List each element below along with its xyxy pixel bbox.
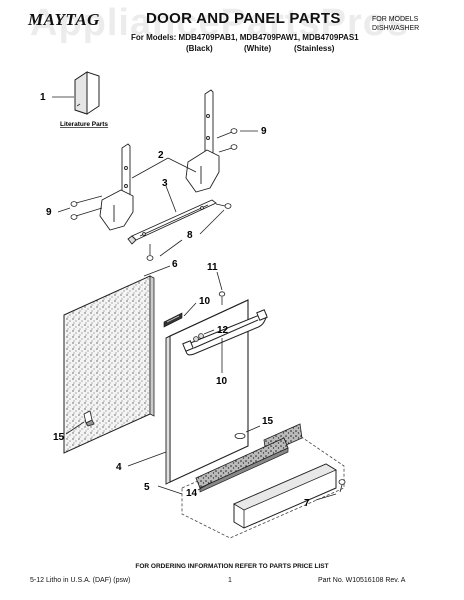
callout-9-left: 9 [46, 207, 52, 218]
leader-4 [127, 451, 167, 467]
strut-screws [146, 203, 232, 261]
leader-16 [245, 425, 261, 433]
product-line-2: DISHWASHER [372, 25, 420, 32]
callout-11: 10 [199, 296, 211, 307]
screws-left [70, 195, 103, 220]
hinge-bracket-right [185, 89, 220, 193]
kickplate-panel [233, 463, 337, 529]
callout-7: 7 [304, 498, 310, 509]
callout-14: 14 [186, 488, 198, 499]
leader-8a [159, 239, 183, 257]
callout-4: 4 [116, 462, 122, 473]
handle-screw [218, 291, 226, 305]
handle-end-caps [193, 333, 204, 342]
callout-15: 15 [53, 432, 65, 443]
callout-8: 8 [187, 230, 193, 241]
callout-12: 11 [207, 262, 218, 273]
leader-2b [131, 157, 169, 179]
leader-7 [315, 493, 337, 501]
leader-14 [197, 481, 213, 491]
product-type: FOR MODELS DISHWASHER [372, 15, 419, 33]
logo-badge [163, 312, 183, 328]
callout-6: 6 [172, 259, 178, 270]
leader-13 [203, 329, 215, 335]
door-plug [234, 432, 246, 439]
leader-3 [165, 185, 177, 213]
literature-booklet [74, 71, 100, 115]
page-number: 1 [228, 577, 232, 584]
leader-6 [143, 265, 171, 277]
callout-3: 3 [162, 178, 168, 189]
screws-right [216, 128, 238, 153]
leader-12 [216, 271, 223, 291]
brand-logo: MAYTAG [28, 10, 100, 29]
page-title: DOOR AND PANEL PARTS [146, 10, 341, 27]
model-numbers: For Models: MDB4709PAB1, MDB4709PAW1, MD… [131, 33, 359, 42]
finish-black: (Black) [186, 44, 213, 53]
finish-white: (White) [244, 44, 272, 53]
watermark: AppliancePartsPros [30, 2, 410, 44]
leader-15 [65, 421, 85, 435]
leader-2a [167, 157, 197, 173]
callout-16: 15 [262, 416, 274, 427]
door-handle [182, 309, 268, 356]
literature-label: Literature Parts [60, 121, 108, 128]
callout-9-right: 9 [261, 126, 267, 137]
ordering-note: FOR ORDERING INFORMATION REFER TO PARTS … [135, 563, 329, 570]
kickplate-insulation [195, 437, 289, 493]
callout-10: 10 [216, 376, 228, 387]
callout-2: 2 [158, 150, 164, 161]
hinge-bracket-left [99, 143, 134, 231]
kickplate-assembly-outline [181, 435, 345, 539]
callout-13: 12 [217, 325, 229, 336]
product-line-1: FOR MODELS [372, 16, 419, 23]
callout-1: 1 [40, 92, 46, 103]
leader-8b [199, 209, 225, 235]
finish-stainless: (Stainless) [294, 44, 335, 53]
part-number: Part No. W10516108 Rev. A [318, 577, 406, 584]
kickplate-screw [338, 479, 346, 493]
door-track-strut [127, 199, 217, 245]
door-clip [83, 410, 95, 427]
leader-11 [183, 302, 197, 317]
litho-info: 5-12 Litho in U.S.A. (DAF) (psw) [30, 577, 131, 584]
insulation-panel [63, 275, 155, 454]
leader-9b [57, 207, 71, 213]
callout-5: 5 [144, 482, 150, 493]
leader-5 [157, 485, 183, 495]
